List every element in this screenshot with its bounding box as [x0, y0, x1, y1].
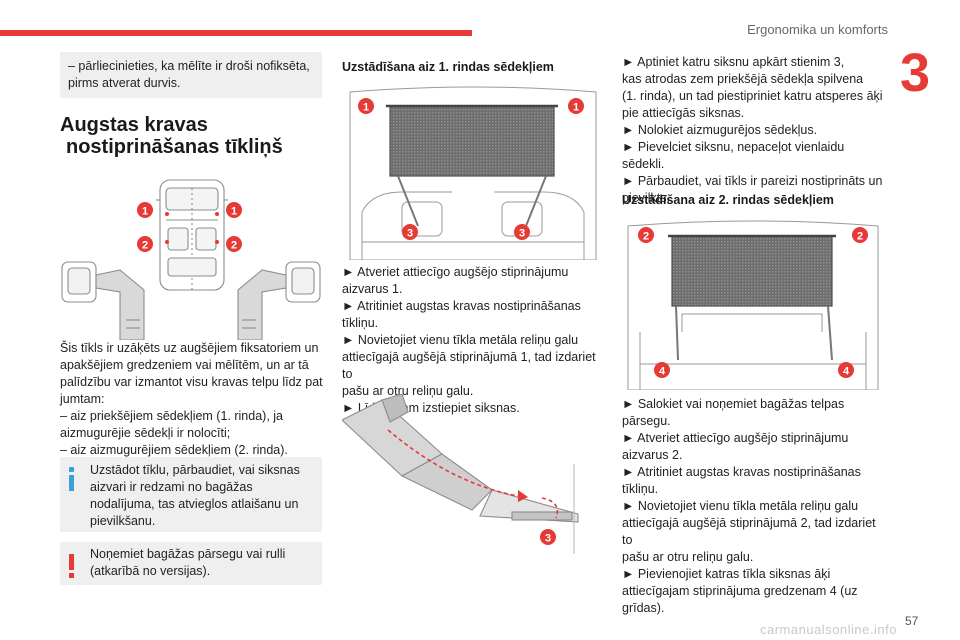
text-line: pie attiecīgās siksnas. [622, 106, 745, 120]
callout-label: 3 [407, 228, 413, 240]
figure-row1-installation: 1 1 3 3 [349, 86, 597, 260]
callout-2-right: 2 [852, 227, 868, 243]
warning-box: Noņemiet bagāžas pārsegu vai rulli (atka… [60, 542, 322, 585]
callout-4-left: 4 [654, 362, 670, 378]
hook-detail-left-illustration [61, 261, 145, 340]
row1-instructions-continued: ► Aptiniet katru siksnu apkārt stienim 3… [622, 54, 888, 207]
row2-instructions: ► Salokiet vai noņemiet bagāžas telpas p… [622, 396, 888, 617]
text-line: ► Pārbaudiet, vai tīkls ir pareizi nosti… [622, 174, 883, 188]
callout-1-right: 1 [568, 98, 584, 114]
callout-2-left: 2 [137, 236, 153, 252]
figure-net-overview: 1 1 2 2 [61, 179, 321, 340]
text-line: pašu ar otru reliņu galu. [622, 550, 754, 564]
header-accent-bar [0, 30, 472, 36]
figure-row2-installation: 2 2 4 4 [627, 220, 879, 390]
warning-icon [69, 554, 75, 578]
info-box: Uzstādot tīklu, pārbaudiet, vai siksnas … [60, 457, 322, 532]
cargo-net-panel [386, 104, 558, 227]
text-line: pārsegu. [622, 414, 671, 428]
callout-4-right: 4 [838, 362, 854, 378]
note-top-text: – pārliecinieties, ka mēlīte ir droši no… [68, 59, 310, 90]
callout-1-left-label: 1 [142, 206, 148, 218]
callout-2-right-label: 2 [231, 240, 237, 252]
car-top-view-illustration [156, 179, 228, 291]
text-line: aizvarus 2. [622, 448, 683, 462]
text-line: ► Atritiniet augstas kravas nostiprināša… [622, 465, 861, 479]
text-line: ► Aptiniet katru siksnu apkārt stienim 3… [622, 55, 845, 69]
text-line: pievilkts. [622, 191, 670, 205]
page-number: 57 [905, 614, 919, 628]
callout-label: 1 [363, 102, 369, 114]
tighten-arrow [387, 429, 559, 519]
cargo-interior-illustration [627, 220, 879, 390]
text-line: attiecīgajā augšējā stiprinājumā 2, tad … [622, 516, 876, 547]
callout-2-left-label: 2 [142, 240, 148, 252]
text-line: attiecīgajā augšējā stiprinājumā 1, tad … [342, 350, 596, 381]
callout-3-right: 3 [514, 224, 530, 240]
text-line: ► Atveriet attiecīgo augšējo stiprinājum… [342, 265, 569, 279]
text-line: ► Salokiet vai noņemiet bagāžas telpas [622, 397, 845, 411]
anchor-points [165, 212, 219, 244]
callout-label: 1 [573, 102, 579, 114]
callout-3-buckle: 3 [540, 529, 556, 545]
text-line: grīdas). [622, 601, 665, 615]
subheading-row1: Uzstādīšana aiz 1. rindas sēdekļiem [342, 60, 554, 74]
callout-1-right-label: 1 [231, 206, 237, 218]
callout-label: 3 [519, 228, 525, 240]
cargo-net-panel [668, 234, 836, 361]
callout-label: 3 [545, 533, 551, 545]
hook-detail-right-illustration [237, 261, 321, 340]
callout-1-left: 1 [358, 98, 374, 114]
callout-1-right: 1 [226, 202, 242, 218]
text-line: ► Atritiniet augstas kravas nostiprināša… [342, 299, 581, 313]
section-heading-line1: Augstas kravas [60, 114, 208, 136]
callout-label: 2 [643, 231, 649, 243]
callout-label: 4 [843, 366, 850, 378]
text-line: ► Novietojiet vienu tīkla metāla reliņu … [622, 499, 859, 513]
text-line: ► Nolokiet aizmugurējos sēdekļus. [622, 123, 818, 137]
subheading-row2: Uzstādīšana aiz 2. rindas sēdekļiem [622, 193, 834, 207]
text-line: attiecīgajam stiprinājuma gredzenam 4 (u… [622, 584, 858, 598]
warning-text: Noņemiet bagāžas pārsegu vai rulli (atka… [90, 547, 286, 578]
text-line: ► Pievelciet siksnu, nepaceļot vienlaidu… [622, 140, 845, 171]
section-title: Ergonomika un komforts [747, 22, 888, 37]
text-line: ► Atveriet attiecīgo augšējo stiprinājum… [622, 431, 849, 445]
callout-label: 2 [857, 231, 863, 243]
watermark: carmanualsonline.info [760, 622, 897, 637]
text-line: tīkliņu. [622, 482, 659, 496]
callout-1-left: 1 [137, 202, 153, 218]
text-line: tīkliņu. [342, 316, 379, 330]
arrow-head [518, 490, 528, 502]
description-paragraph: Šis tīkls ir uzāķēts uz augšējiem fiksat… [60, 341, 323, 457]
callout-3-left: 3 [402, 224, 418, 240]
callout-2-left: 2 [638, 227, 654, 243]
text-line: ► Pievienojiet katras tīkla siksnas āķi [622, 567, 831, 581]
section-heading-line2: nostiprināšanas tīkliņš [66, 136, 283, 158]
figure-strap-buckle: 3 [342, 394, 579, 554]
info-text: Uzstādot tīklu, pārbaudiet, vai siksnas … [90, 463, 300, 528]
text-line: pašu ar otru reliņu galu. [342, 384, 474, 398]
text-line: (1. rinda), un tad piestipriniet katru a… [622, 89, 883, 103]
text-line: ► Novietojiet vienu tīkla metāla reliņu … [342, 333, 579, 347]
section-heading: Augstas kravas nostiprināšanas tīkliņš [60, 114, 330, 158]
callout-2-right: 2 [226, 236, 242, 252]
info-icon [69, 467, 74, 491]
strap-buckle-illustration [342, 394, 579, 554]
note-box-top: – pārliecinieties, ka mēlīte ir droši no… [60, 52, 322, 98]
text-line: kas atrodas zem priekšējā sēdekļa spilve… [622, 72, 864, 86]
text-line: aizvarus 1. [342, 282, 403, 296]
callout-label: 4 [659, 366, 666, 378]
chapter-number: 3 [900, 43, 931, 103]
